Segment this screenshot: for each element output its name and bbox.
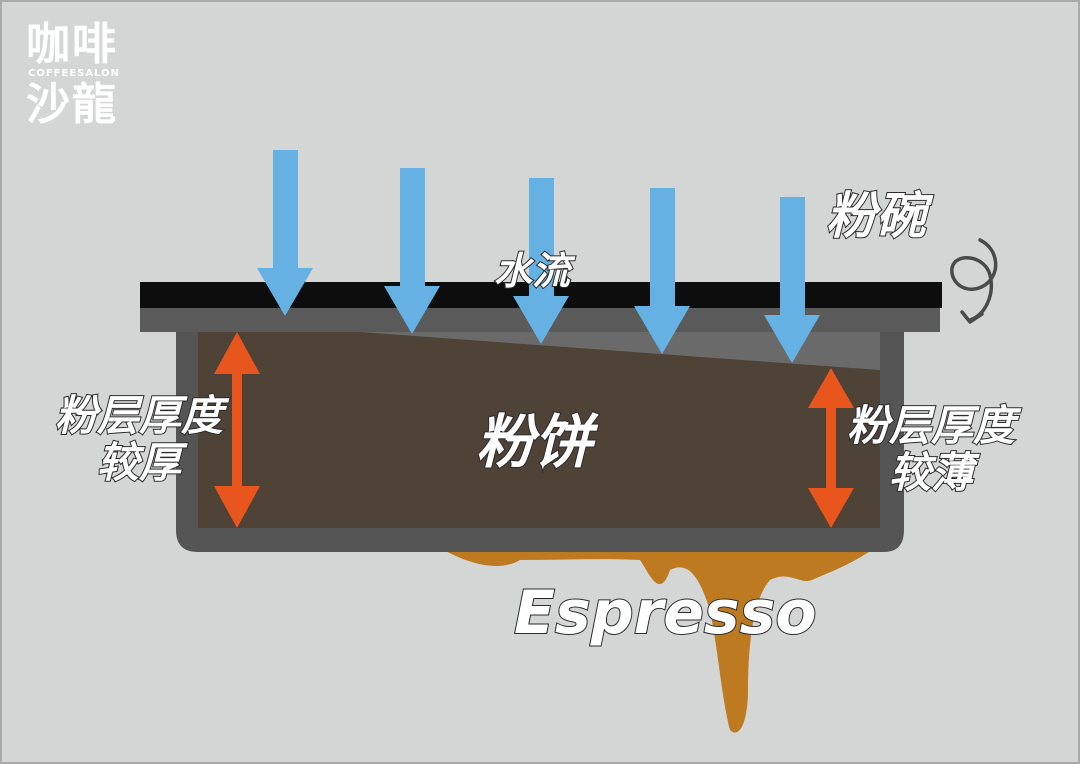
- espresso-drip: [440, 548, 875, 733]
- coffee-salon-logo: 咖啡 COFFEESALON 沙龍: [26, 22, 120, 128]
- label-left-thickness: 粉层厚度 较厚: [44, 391, 234, 488]
- label-basket: 粉碗: [825, 187, 927, 245]
- coffee-puck: [198, 332, 880, 528]
- down-arrow-icon: [384, 168, 440, 334]
- label-espresso: Espresso: [513, 578, 818, 648]
- logo-bottom: 沙龍: [26, 79, 118, 130]
- label-right-thickness: 粉层厚度 较薄: [836, 401, 1026, 498]
- thickness-arrow-right: [808, 368, 854, 528]
- puck-gap: [360, 332, 880, 370]
- label-right-thickness-line2: 较薄: [888, 448, 974, 498]
- double-arrow-icon: [214, 332, 260, 528]
- down-arrow-icon: [513, 178, 569, 344]
- label-puck: 粉饼: [475, 408, 593, 476]
- label-right-thickness-line1: 粉层厚度: [846, 401, 1016, 450]
- logo-middle: COFFEESALON: [28, 68, 120, 79]
- down-arrow-icon: [257, 150, 313, 316]
- swirl-icon: [950, 238, 998, 324]
- logo-top: 咖啡: [26, 19, 118, 70]
- label-water-flow: 水流: [493, 249, 571, 293]
- down-arrow-icon: [764, 197, 820, 363]
- thickness-arrow-left: [214, 332, 260, 528]
- double-arrow-icon: [808, 368, 854, 528]
- label-left-thickness-line1: 粉层厚度: [54, 391, 224, 440]
- label-left-thickness-line2: 较厚: [96, 438, 182, 488]
- down-arrow-icon: [634, 188, 690, 354]
- water-flow-arrows: [257, 150, 820, 363]
